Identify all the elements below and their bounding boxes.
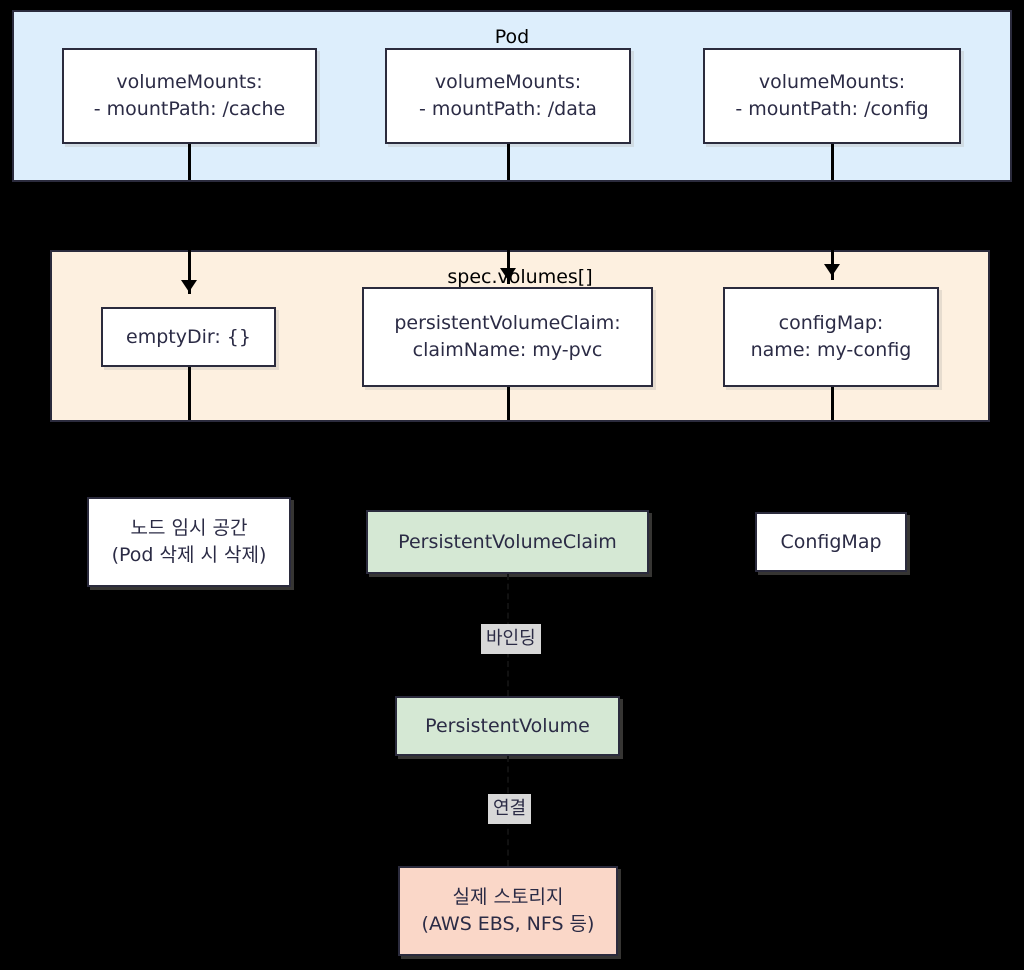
real-storage-line2: (AWS EBS, NFS 등) [421,913,595,935]
arrow-shaft-to-emptydir [188,250,191,294]
volume-mount-data-line1: volumeMounts: [434,71,582,94]
volume-emptydir-line1: emptyDir: {} [126,325,251,348]
backing-node-ephemeral-line1: 노드 임시 공간 [130,517,248,540]
binding-edge-label: 바인딩 [481,624,541,655]
volume-emptydir-box[interactable]: emptyDir: {} [101,307,276,367]
volume-mount-config-box[interactable]: volumeMounts: - mountPath: /config [703,48,961,144]
volume-mount-cache-line1: volumeMounts: [116,71,263,94]
volume-mount-data-line2: - mountPath: /data [419,98,597,120]
arrowhead-to-pvc [500,268,516,280]
volume-pvc-line2: claimName: my-pvc [412,339,603,361]
volume-mount-config-line2: - mountPath: /config [735,98,929,120]
backing-pvc-line1: PersistentVolumeClaim [398,530,617,553]
pod-group-label: Pod [494,26,530,48]
persistent-volume-box[interactable]: PersistentVolume [395,696,620,756]
volume-configmap-box[interactable]: configMap: name: my-config [723,287,939,387]
connector-pvc-down [507,387,510,420]
volume-mount-data-box[interactable]: volumeMounts: - mountPath: /data [385,48,631,144]
spec-volumes-group-label: spec.volumes[] [447,266,593,288]
connector-config-down [831,144,834,180]
persistent-volume-line1: PersistentVolume [425,714,590,737]
connector-emptydir-down [188,367,191,420]
backing-node-ephemeral-line2: (Pod 삭제 시 삭제) [111,544,267,566]
volume-pvc-box[interactable]: persistentVolumeClaim: claimName: my-pvc [362,287,653,387]
connector-configmap-down [831,387,834,420]
volume-mount-cache-box[interactable]: volumeMounts: - mountPath: /cache [62,48,317,144]
backing-configmap-box[interactable]: ConfigMap [755,512,907,572]
backing-node-ephemeral-box[interactable]: 노드 임시 공간 (Pod 삭제 시 삭제) [87,497,291,587]
arrowhead-to-configmap [824,264,840,276]
real-storage-box[interactable]: 실제 스토리지 (AWS EBS, NFS 등) [398,866,618,956]
arrowhead-to-emptydir [181,280,197,292]
backing-configmap-line1: ConfigMap [780,530,882,553]
volume-configmap-line2: name: my-config [750,339,912,361]
volume-pvc-line1: persistentVolumeClaim: [394,312,621,335]
volume-mount-cache-line2: - mountPath: /cache [93,98,286,120]
volume-mount-config-line1: volumeMounts: [758,71,906,94]
connect-edge-label: 연결 [488,794,532,825]
volume-configmap-line1: configMap: [778,312,884,335]
connector-data-down [507,144,510,180]
backing-pvc-box[interactable]: PersistentVolumeClaim [366,510,649,574]
connector-cache-down [188,144,191,180]
arrow-shaft-to-pvc [507,250,510,284]
real-storage-line1: 실제 스토리지 [452,886,564,909]
